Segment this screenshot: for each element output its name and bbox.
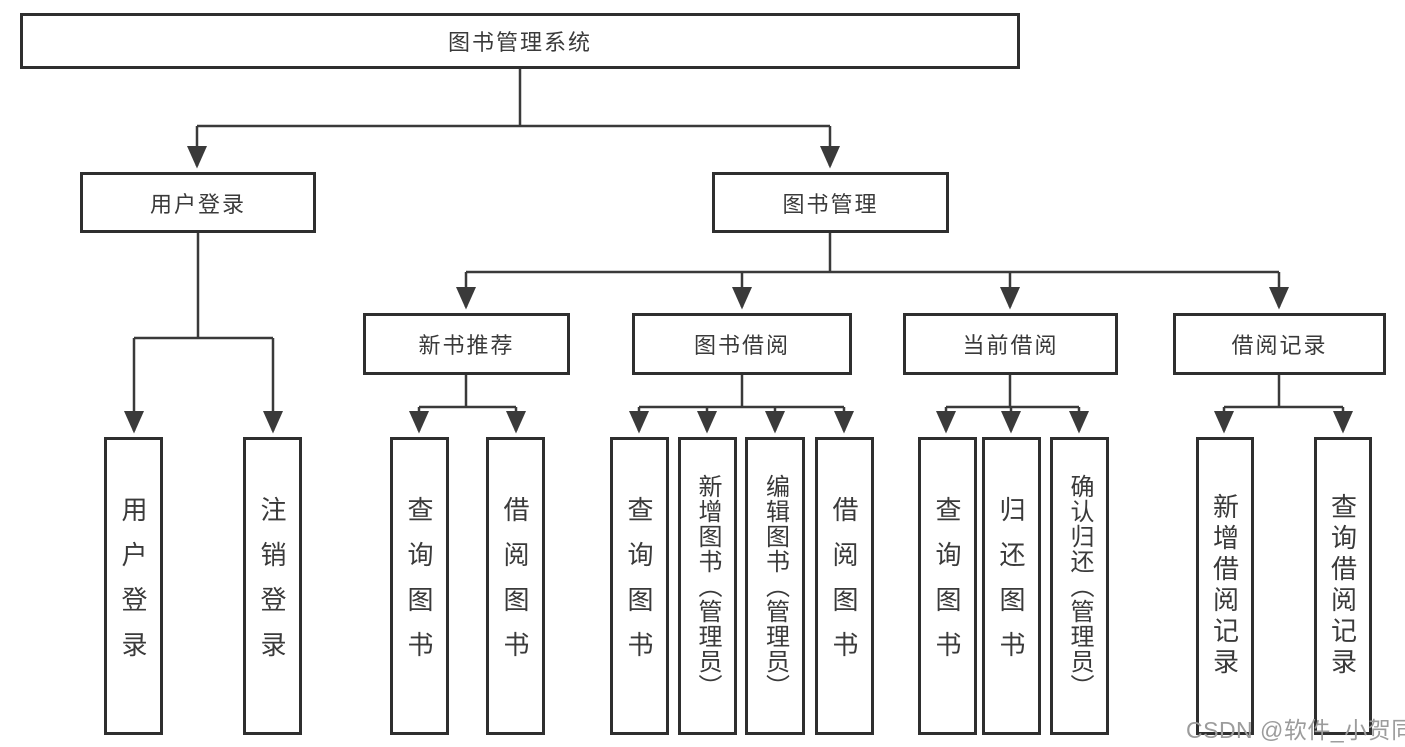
node-label: 图书管理 — [782, 191, 879, 217]
leaf-label: 查询图书 — [624, 496, 654, 676]
node-library-management-system: 图书管理系统 — [20, 13, 1020, 69]
node-label: 当前借阅 — [962, 333, 1059, 358]
leaf-label: 新增图书（管理员） — [694, 473, 721, 699]
leaf-edit-books-admin: 编辑图书（管理员） — [745, 437, 805, 735]
leaf-add-books-admin: 新增图书（管理员） — [678, 437, 737, 735]
leaf-label: 确认归还（管理员） — [1066, 473, 1093, 699]
leaf-return-books: 归还图书 — [982, 437, 1041, 735]
leaf-label: 归还图书 — [996, 496, 1026, 676]
leaf-query-books-current: 查询图书 — [918, 437, 977, 735]
node-label: 借阅记录 — [1231, 333, 1328, 358]
leaf-label: 编辑图书（管理员） — [761, 473, 789, 699]
leaf-user-login: 用户登录 — [104, 437, 163, 735]
leaf-label: 借阅图书 — [829, 496, 859, 676]
node-label: 图书借阅 — [693, 333, 790, 358]
node-user-login: 用户登录 — [80, 172, 316, 233]
leaf-confirm-return-admin: 确认归还（管理员） — [1050, 437, 1109, 735]
leaf-label: 用户登录 — [118, 496, 148, 676]
node-current-borrow: 当前借阅 — [903, 313, 1118, 375]
leaf-label: 新增借阅记录 — [1209, 493, 1240, 679]
node-label: 图书管理系统 — [447, 30, 592, 55]
leaf-logout: 注销登录 — [243, 437, 302, 735]
leaf-add-borrow-record: 新增借阅记录 — [1196, 437, 1254, 735]
leaf-borrow-books-recommend: 借阅图书 — [486, 437, 545, 735]
node-book-borrow: 图书借阅 — [632, 313, 852, 375]
leaf-label: 借阅图书 — [500, 496, 530, 676]
leaf-label: 注销登录 — [257, 496, 287, 676]
node-label: 新书推荐 — [418, 333, 515, 358]
leaf-query-books-borrow: 查询图书 — [610, 437, 669, 735]
node-book-management: 图书管理 — [712, 172, 949, 233]
leaf-label: 查询图书 — [404, 496, 434, 676]
node-label: 用户登录 — [149, 191, 246, 217]
leaf-label: 查询借阅记录 — [1327, 493, 1358, 679]
leaf-label: 查询图书 — [932, 496, 962, 676]
leaf-borrow-books: 借阅图书 — [815, 437, 874, 735]
node-new-book-recommend: 新书推荐 — [363, 313, 570, 375]
node-borrow-records: 借阅记录 — [1173, 313, 1386, 375]
leaf-query-borrow-record: 查询借阅记录 — [1314, 437, 1372, 735]
csdn-watermark: CSDN @软件_小贺同学 — [1186, 717, 1405, 743]
leaf-query-books-recommend: 查询图书 — [390, 437, 449, 735]
